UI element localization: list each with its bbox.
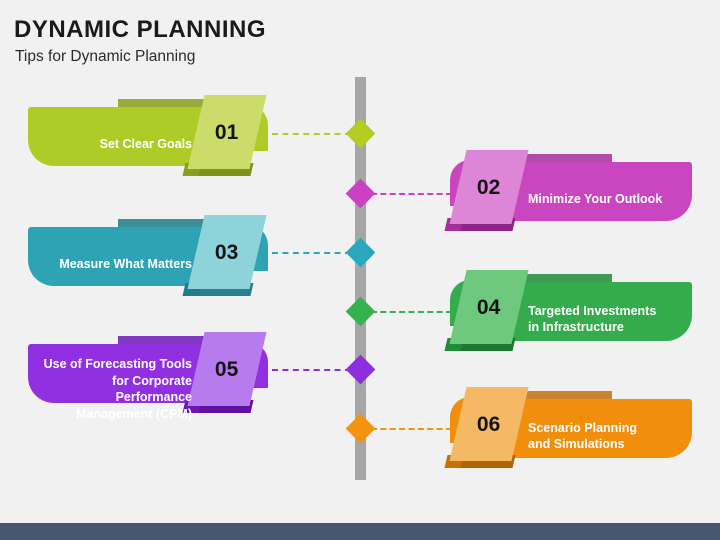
step-number: 03 bbox=[215, 240, 239, 264]
page-subtitle: Tips for Dynamic Planning bbox=[15, 48, 196, 65]
step-number: 02 bbox=[477, 175, 501, 199]
connector-line-06 bbox=[370, 428, 452, 430]
step-number: 05 bbox=[215, 357, 239, 381]
step-number: 04 bbox=[477, 295, 501, 319]
step-number: 06 bbox=[477, 412, 501, 436]
banner-body bbox=[496, 162, 692, 221]
step-number: 01 bbox=[215, 120, 239, 144]
connector-line-01 bbox=[272, 133, 351, 135]
connector-line-05 bbox=[272, 369, 351, 371]
connector-line-03 bbox=[272, 252, 351, 254]
timeline-spine bbox=[355, 77, 366, 480]
footer-accent-bar bbox=[0, 523, 720, 540]
banner-caption: Set Clear Goals bbox=[99, 137, 192, 151]
banner-body bbox=[496, 399, 692, 458]
connector-line-04 bbox=[370, 311, 452, 313]
page-title: DYNAMIC PLANNING bbox=[14, 16, 266, 43]
connector-line-02 bbox=[370, 193, 452, 195]
banner-caption: Minimize Your Outlook bbox=[528, 192, 663, 206]
banner-caption: Measure What Matters bbox=[59, 257, 192, 271]
banner-body bbox=[496, 282, 692, 341]
